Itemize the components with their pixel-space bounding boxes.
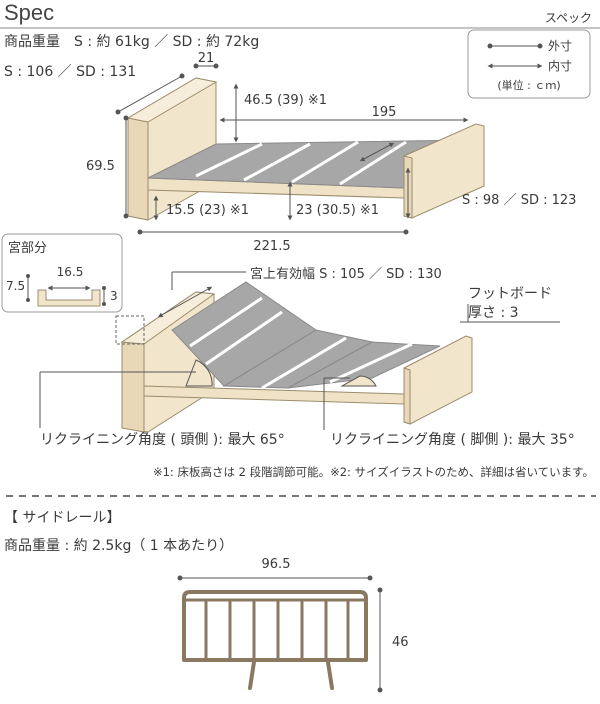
bed-dimension-lines (115, 63, 469, 235)
side-rail-illustration (182, 590, 368, 690)
side-rail-height-label: 46 (392, 635, 409, 650)
inner-width-label: S : 98 ／ SD : 123 (462, 193, 576, 208)
side-rail-frame (182, 590, 368, 662)
headboard-detail-box: 宮部分 16.5 7.5 3 (1, 233, 123, 313)
page-title: Spec (4, 0, 54, 25)
legend-box: 外寸 内寸 (単位 : ｃｍ) (467, 29, 591, 99)
footboard-label: フットボード (468, 286, 552, 302)
foot-angle-marker (340, 375, 377, 387)
headboard-detail-title: 宮部分 (8, 240, 47, 256)
headboard-detail-height: 7.5 (6, 279, 25, 293)
total-length-label: 221.5 (253, 239, 290, 254)
legend-outer: 外寸 (548, 39, 572, 53)
foot-angle-label: リクライニング角度 ( 脚側 ): 最大 35° (330, 432, 575, 448)
side-rail-width-label: 96.5 (262, 557, 291, 572)
legend-inner: 内寸 (548, 59, 572, 73)
head-angle-marker (185, 359, 213, 387)
side-rail-weight: 商品重量 : 約 2.5kg（ 1 本あたり） (4, 538, 233, 554)
inner-length-label: 195 (372, 105, 397, 120)
page-subtitle: スペック (545, 11, 592, 25)
deck-height-label: 46.5 (39) ※1 (244, 93, 327, 108)
bed-width-label: S : 106 ／ SD : 131 (4, 64, 136, 80)
side-rail-dimension-lines (177, 575, 383, 693)
shelf-highlight (115, 315, 145, 345)
headboard-detail-width: 16.5 (57, 265, 84, 279)
footboard-thickness-label: 厚さ : 3 (468, 305, 519, 321)
side-rail-legs (248, 660, 334, 690)
total-height-label: 69.5 (86, 159, 115, 174)
product-weight: 商品重量 S : 約 61kg ／ SD : 約 72kg (4, 34, 259, 50)
floor-clearance-label: 15.5 (23) ※1 (166, 203, 249, 218)
head-angle-label: リクライニング角度 ( 頭側 ): 最大 65° (40, 432, 285, 448)
headboard-profile (37, 289, 101, 307)
bed-illustration (126, 77, 485, 221)
legend-unit: (単位 : ｃｍ) (497, 78, 560, 92)
side-rail-title: 【 サイドレール】 (4, 510, 120, 526)
headboard-thickness-label: 21 (198, 51, 215, 66)
reclining-leaders (39, 271, 560, 430)
headboard-detail-depth: 3 (110, 289, 118, 303)
shelf-width-label: 宮上有効幅 S : 105 ／ SD : 130 (250, 266, 442, 282)
floor-to-deck-label: 23 (30.5) ※1 (296, 203, 379, 218)
footnote: ※1: 床板高さは 2 段階調節可能。※2: サイズイラストのため、詳細は省いて… (153, 465, 594, 479)
reclining-bed-illustration (115, 281, 473, 433)
